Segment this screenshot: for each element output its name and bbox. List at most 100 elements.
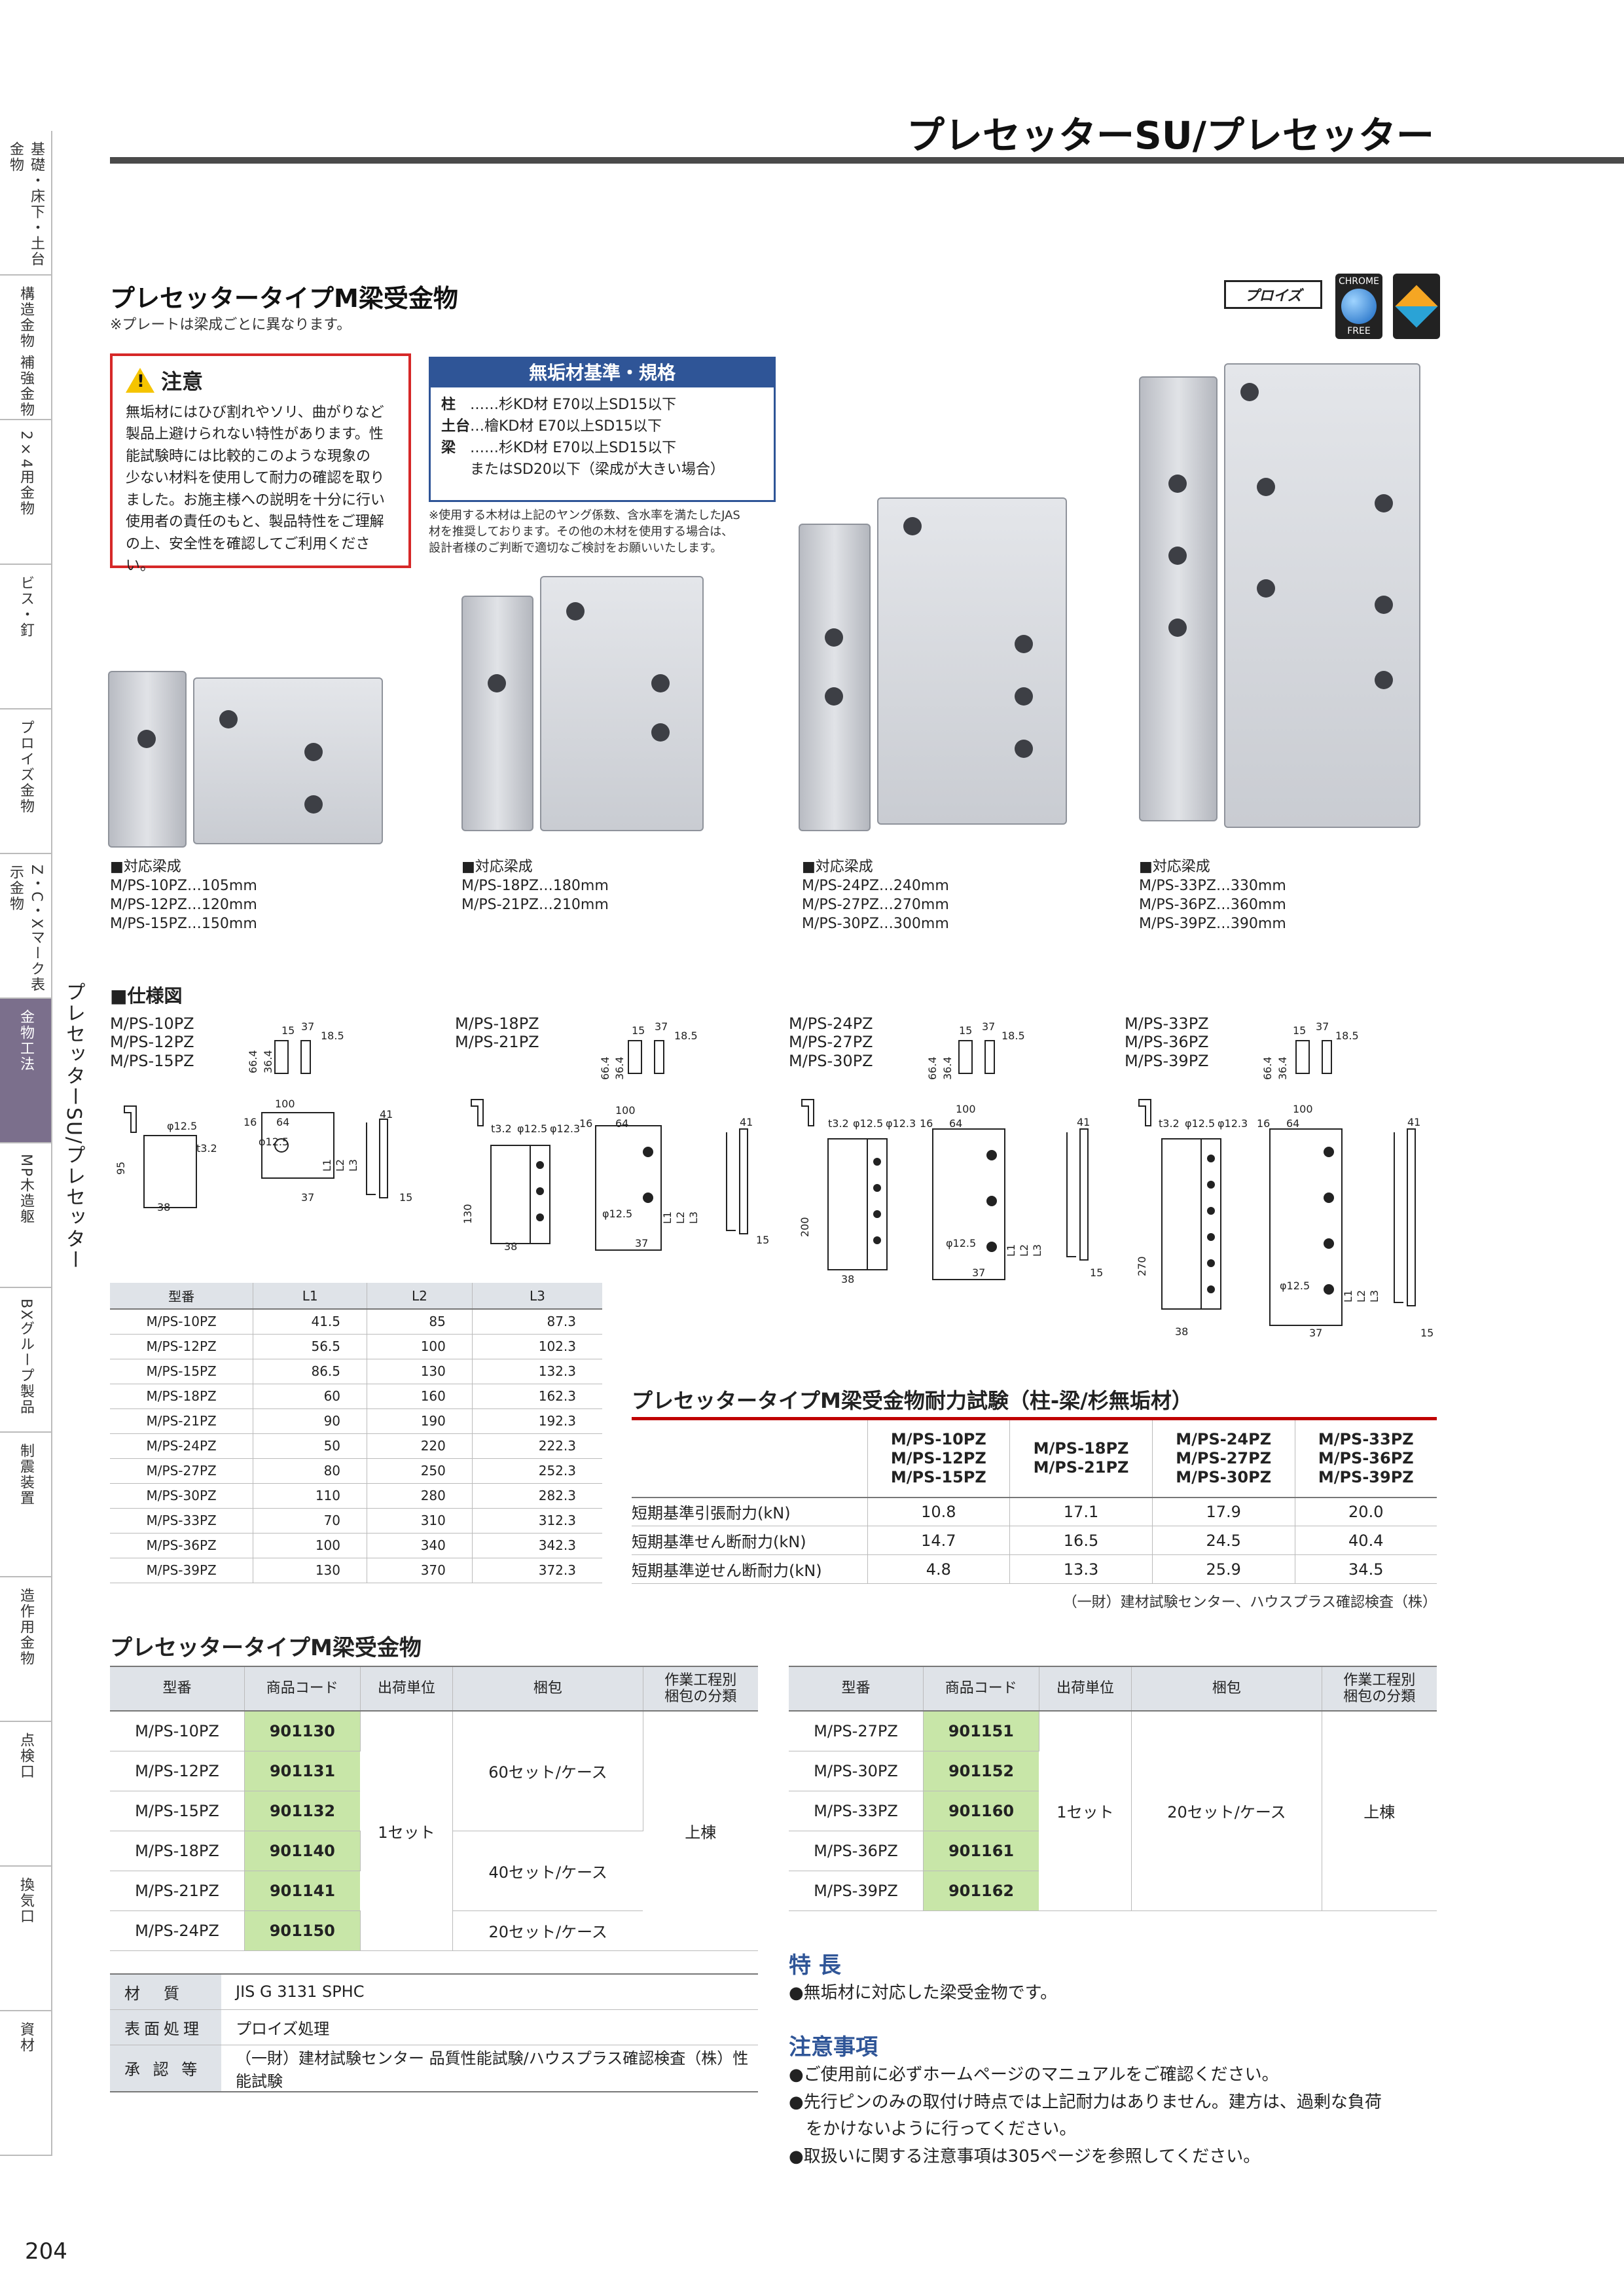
svg-text:37: 37 — [982, 1020, 995, 1033]
svg-text:t3.2: t3.2 — [828, 1117, 849, 1130]
svg-text:L3: L3 — [687, 1211, 700, 1224]
side-tab-label: プロイズ金物 — [18, 720, 34, 814]
svg-text:38: 38 — [504, 1240, 517, 1253]
svg-text:100: 100 — [956, 1103, 976, 1115]
side-tab[interactable]: 制震装置 — [0, 1433, 52, 1577]
svg-text:66.4: 66.4 — [247, 1050, 259, 1073]
side-tab-label: 資材 — [18, 2022, 34, 2053]
svg-text:37: 37 — [972, 1266, 985, 1279]
spec-body: 柱……杉KD材 E70以上SD15以下土台…檜KD材 E70以上SD15以下梁…… — [431, 387, 774, 487]
svg-text:37: 37 — [1309, 1327, 1322, 1339]
section-title: プレセッタータイプM梁受金物 — [110, 284, 458, 313]
svg-text:L1: L1 — [1342, 1290, 1354, 1302]
svg-text:φ12.5: φ12.5 — [602, 1208, 632, 1220]
svg-text:41: 41 — [380, 1108, 393, 1121]
cautions-list: ●ご使用前に必ずホームページのマニュアルをご確認ください。●先行ピンのみの取付け… — [789, 2062, 1382, 2170]
side-tab-label: 造作用金物 — [18, 1588, 34, 1666]
svg-text:36.4: 36.4 — [1276, 1056, 1289, 1080]
caution-item: ●取扱いに関する注意事項は305ページを参照してください。 — [789, 2146, 1261, 2166]
side-tab-label: Z・C・Xマーク表示金物 — [7, 865, 45, 993]
svg-text:100: 100 — [615, 1104, 636, 1117]
test-title: プレセッタータイプM梁受金物耐力試験（柱-梁/杉無垢材） — [632, 1388, 1193, 1413]
svg-text:41: 41 — [1077, 1116, 1090, 1128]
svg-text:64: 64 — [276, 1116, 289, 1128]
warning-icon — [126, 368, 154, 393]
caution-item: をかけないように行ってください。 — [789, 2119, 1077, 2140]
side-tab[interactable]: BXグループ製品 — [0, 1288, 52, 1433]
svg-text:36.4: 36.4 — [613, 1056, 626, 1080]
svg-text:L1: L1 — [1005, 1244, 1017, 1257]
caution-line: ました。お施主様への説明を十分に行い — [126, 492, 386, 509]
cautions-title: 注意事項 — [789, 2034, 878, 2060]
product-image-small — [108, 664, 389, 854]
svg-text:41: 41 — [740, 1116, 753, 1128]
side-tab[interactable]: MP木造躯 — [0, 1143, 52, 1288]
side-tab[interactable]: Z・C・Xマーク表示金物 — [0, 854, 52, 999]
side-tab[interactable]: 換気口 — [0, 1867, 52, 2011]
svg-text:φ12.5: φ12.5 — [853, 1117, 883, 1130]
svg-text:18.5: 18.5 — [321, 1030, 344, 1042]
side-tab[interactable]: 2×4用金物 — [0, 420, 52, 565]
svg-text:15: 15 — [1420, 1327, 1434, 1339]
svg-text:64: 64 — [949, 1117, 962, 1130]
spec-row: 土台…檜KD材 E70以上SD15以下 — [441, 418, 662, 435]
svg-text:16: 16 — [920, 1117, 933, 1130]
side-tab[interactable]: 基礎・床下・土台金物 — [0, 131, 52, 276]
svg-text:t3.2: t3.2 — [1159, 1117, 1180, 1130]
side-tab[interactable]: 資材 — [0, 2011, 52, 2156]
svg-text:100: 100 — [1293, 1103, 1313, 1115]
svg-text:φ12.3: φ12.3 — [1218, 1117, 1248, 1130]
side-tab[interactable]: 造作用金物 — [0, 1577, 52, 1722]
svg-text:37: 37 — [1316, 1020, 1329, 1033]
svg-text:L2: L2 — [1355, 1290, 1367, 1302]
caution-item: ●先行ピンのみの取付け時点では上記耐力はありません。建方は、過剰な負荷 — [789, 2092, 1382, 2112]
cube-icon — [1395, 285, 1438, 328]
side-tab-label: 金物工法 — [18, 1009, 34, 1072]
spec-box: 無垢材基準・規格 柱……杉KD材 E70以上SD15以下土台…檜KD材 E70以… — [429, 357, 776, 502]
side-tab[interactable]: 構造金物 補強金物 — [0, 276, 52, 420]
svg-text:16: 16 — [244, 1116, 257, 1128]
spec-drawing-title: ■仕様図 — [110, 985, 183, 1007]
svg-text:t3.2: t3.2 — [491, 1122, 512, 1135]
svg-text:L2: L2 — [1018, 1244, 1030, 1257]
side-tab-label: 構造金物 補強金物 — [18, 286, 34, 418]
side-tab-label: ビス・釘 — [18, 575, 34, 638]
svg-text:φ12.5: φ12.5 — [1185, 1117, 1215, 1130]
page-number: 204 — [25, 2238, 67, 2265]
side-tab[interactable]: プロイズ金物 — [0, 709, 52, 854]
svg-text:66.4: 66.4 — [926, 1056, 939, 1080]
svg-text:15: 15 — [959, 1024, 972, 1037]
svg-text:36.4: 36.4 — [262, 1050, 274, 1073]
caution-line: の上、安全性を確認してご利用ください。 — [126, 535, 370, 575]
svg-text:37: 37 — [301, 1020, 314, 1033]
product-table-title: プレセッタータイプM梁受金物 — [110, 1635, 422, 1661]
svg-text:L1: L1 — [321, 1159, 333, 1172]
svg-text:200: 200 — [799, 1217, 811, 1237]
side-tab[interactable]: 金物工法 — [0, 999, 52, 1143]
side-tab[interactable]: ビス・釘 — [0, 565, 52, 709]
side-tab[interactable]: 点検口 — [0, 1722, 52, 1867]
svg-text:95: 95 — [115, 1162, 127, 1175]
svg-text:L2: L2 — [334, 1159, 346, 1172]
svg-text:φ12.3: φ12.3 — [886, 1117, 916, 1130]
